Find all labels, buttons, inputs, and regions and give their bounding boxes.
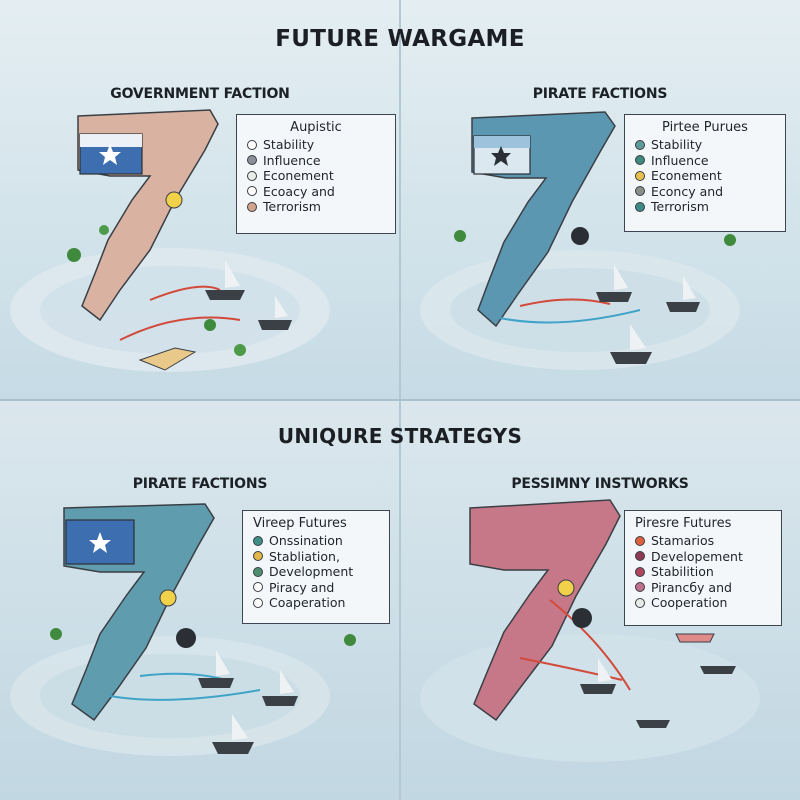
legend-dot — [635, 535, 645, 546]
legend-dot — [635, 566, 645, 577]
legend-dot — [247, 170, 257, 181]
legend-label: Econcy and — [651, 183, 724, 199]
legend-dot — [247, 201, 257, 212]
panel-title: PIRATE FACTIONS — [132, 476, 268, 492]
map-government — [10, 109, 330, 372]
legend-label: Pirancбy and — [651, 579, 732, 595]
legend-label: Coaperation — [269, 595, 346, 610]
legend-item: Cooperation — [635, 595, 771, 611]
panel-pessimny-instworks[interactable]: PESSIMNY INSTWORKS Piresre Futures Stama… — [400, 470, 800, 770]
legend-item: Influence — [635, 153, 775, 169]
legend-dot — [253, 566, 263, 577]
legend-item: Econcy and — [635, 184, 775, 200]
legend-item: Econement — [635, 168, 775, 184]
legend-dot — [253, 597, 263, 608]
legend-label: Terrorism — [651, 199, 709, 214]
map-pirate-top — [420, 111, 740, 370]
legend-dot — [635, 139, 645, 150]
legend-dot — [247, 155, 257, 166]
legend-item: Piracy and — [253, 580, 379, 596]
legend-dot — [253, 535, 263, 546]
map-pessimny — [420, 499, 760, 762]
legend-label: Cooperation — [651, 595, 728, 610]
legend-dot — [635, 582, 645, 593]
legend-dot — [253, 551, 263, 562]
legend-item: Pirancбy and — [635, 580, 771, 596]
legend-dot — [635, 155, 645, 166]
legend-label: Development — [269, 564, 354, 579]
legend-item: Coaperation — [253, 595, 379, 611]
legend-dot — [253, 582, 263, 593]
panel-title: GOVERNMENT FACTION — [110, 86, 290, 102]
legend-label: Developement — [651, 548, 743, 564]
legend-label: Stabliation, — [269, 548, 340, 564]
legend-item: Stabliation, — [253, 549, 379, 565]
main-title: FUTURE WARGAME — [275, 26, 525, 52]
legend-box: Pirtee Purues Stability Influence Econem… — [624, 114, 786, 232]
map-pirate-bottom — [10, 503, 356, 756]
legend-label: Stability — [651, 137, 703, 152]
legend-item: Ecoacy and — [247, 184, 385, 200]
legend-label: Terrorism — [263, 199, 321, 214]
legend-label: Onssination — [269, 533, 343, 548]
legend-item: Influence — [247, 153, 385, 169]
panel-title: PIRATE FACTIONS — [532, 86, 668, 102]
legend-label: Piracy and — [269, 579, 335, 595]
legend-item: Development — [253, 564, 379, 580]
legend-title: Piresre Futures — [635, 516, 732, 531]
legend-item: Terrorism — [247, 199, 385, 215]
legend-dot — [635, 170, 645, 181]
legend-item: Onssination — [253, 533, 379, 549]
legend-box: Vireep Futures Onssination Stabliation, … — [242, 510, 390, 624]
legend-label: Influence — [263, 152, 321, 168]
legend-label: Econement — [651, 168, 722, 183]
legend-label: Stability — [263, 137, 315, 152]
legend-dot — [635, 186, 645, 197]
panel-pirate-factions-top[interactable]: PIRATE FACTIONS Pirtee Purues Stability … — [400, 80, 800, 380]
section-title: UNIQURE STRATEGYS — [277, 424, 523, 448]
legend-label: Stamarios — [651, 533, 715, 548]
legend-dot — [247, 139, 257, 150]
legend-item: Stabilition — [635, 564, 771, 580]
legend-item: Econement — [247, 168, 385, 184]
legend-dot — [635, 597, 645, 608]
legend-item: Stability — [635, 137, 775, 153]
legend-label: Econement — [263, 168, 334, 183]
legend-box: Aupistic Stability Influence Econement E… — [236, 114, 396, 234]
legend-label: Influence — [651, 152, 709, 168]
legend-item: Terrorism — [635, 199, 775, 215]
panel-government-faction[interactable]: GOVERNMENT FACTION Aupistic Stability In… — [0, 80, 400, 380]
panel-title: PESSIMNY INSTWORKS — [511, 476, 689, 492]
horizontal-divider — [0, 399, 800, 401]
panel-pirate-factions-bottom[interactable]: PIRATE FACTIONS Vireep Futures Onssinati… — [0, 470, 400, 770]
legend-dot — [635, 201, 645, 212]
legend-label: Ecoacy and — [263, 183, 335, 199]
legend-item: Developement — [635, 549, 771, 565]
legend-label: Stabilition — [651, 564, 714, 579]
legend-title: Aupistic — [290, 120, 342, 135]
legend-item: Stability — [247, 137, 385, 153]
legend-title: Vireep Futures — [253, 516, 347, 531]
legend-dot — [635, 551, 645, 562]
legend-title: Pirtee Purues — [662, 120, 748, 135]
legend-item: Stamarios — [635, 533, 771, 549]
legend-box: Piresre Futures Stamarios Developement S… — [624, 510, 782, 626]
legend-dot — [247, 186, 257, 197]
